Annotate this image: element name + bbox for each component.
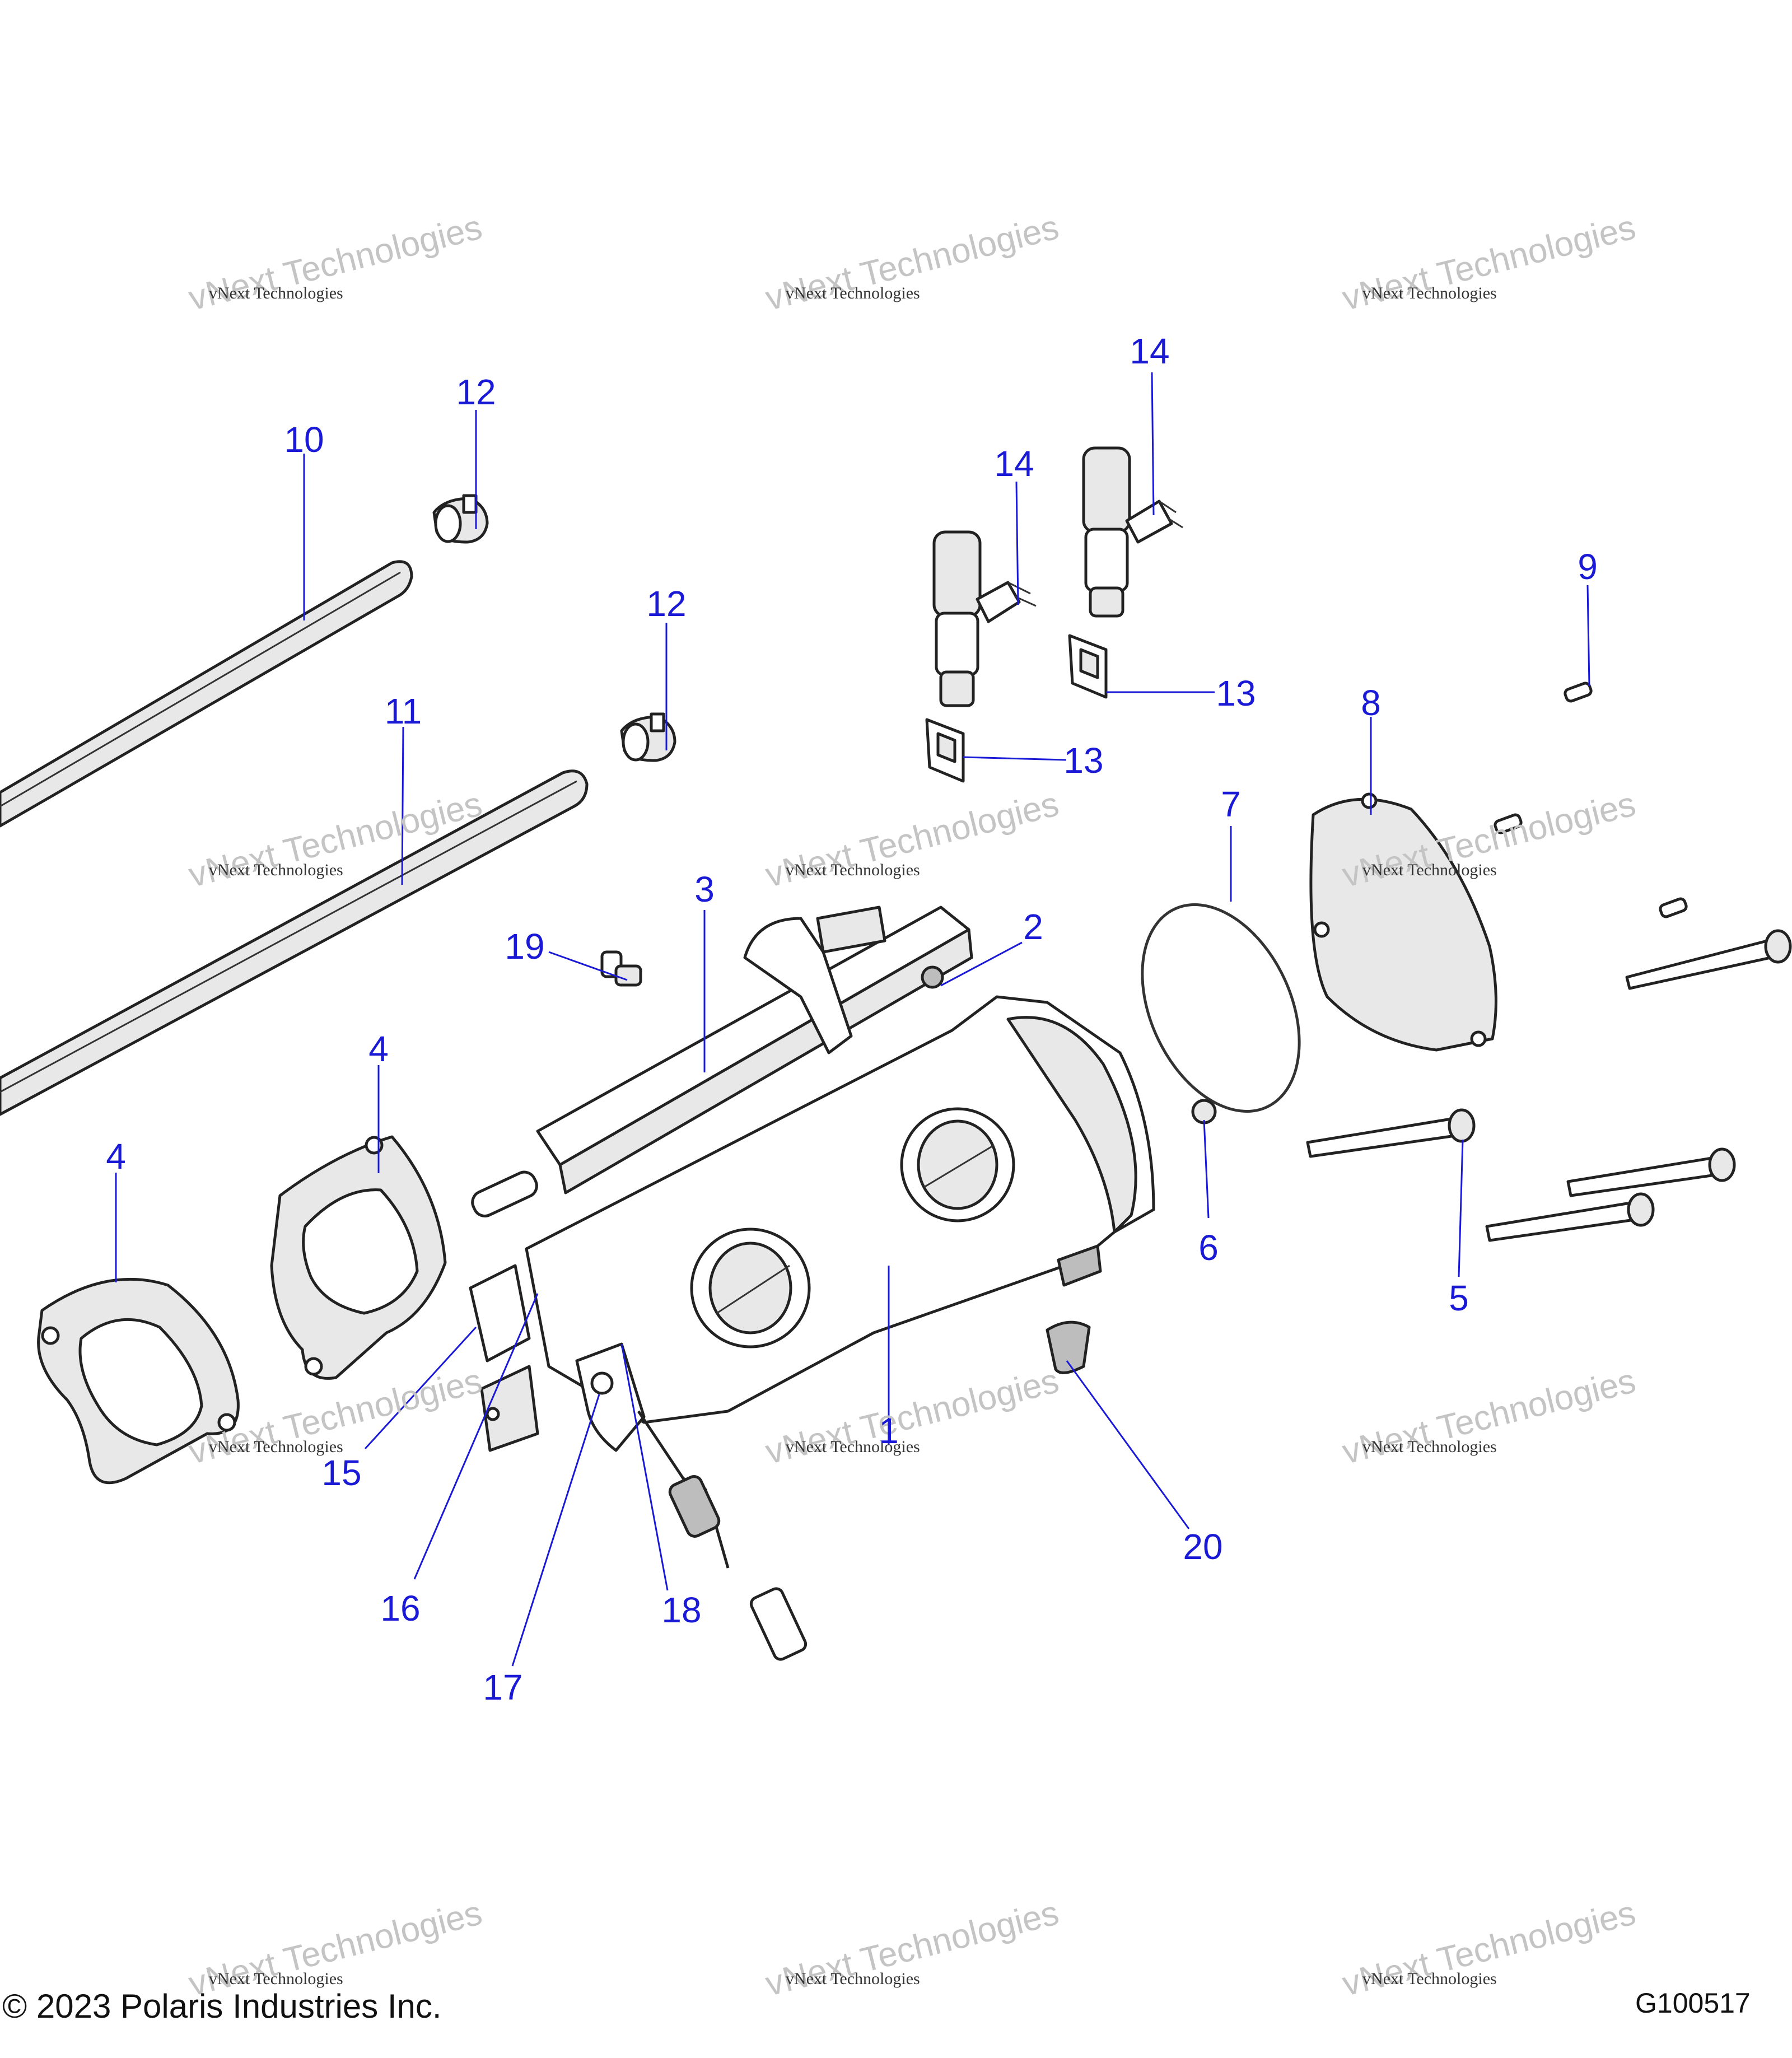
screw-19 xyxy=(600,950,642,987)
rubber-cap-20 xyxy=(1046,1320,1091,1374)
callout-7: 7 xyxy=(1221,784,1241,824)
gasket-4-left xyxy=(37,1277,240,1485)
hose-clamp-12-upper xyxy=(432,494,489,544)
callout-11: 11 xyxy=(384,691,422,731)
callout-13-upper: 13 xyxy=(1216,673,1256,713)
callout-18: 18 xyxy=(661,1590,702,1630)
fuel-rail-3 xyxy=(471,906,973,1217)
throttle-body-1 xyxy=(525,995,1155,1424)
callout-16: 16 xyxy=(380,1588,421,1628)
sensor-15 xyxy=(469,1264,531,1362)
copyright-text: © 2023 Polaris Industries Inc. xyxy=(2,1987,442,2025)
callout-20: 20 xyxy=(1183,1527,1223,1567)
sensor-harness-18 xyxy=(637,1410,808,1661)
callout-12-lower: 12 xyxy=(646,584,687,624)
callout-15: 15 xyxy=(321,1453,362,1493)
callout-8: 8 xyxy=(1361,683,1381,723)
diagram-code: G100517 xyxy=(1635,1987,1751,2019)
callout-13-lower: 13 xyxy=(1063,740,1104,781)
callout-4-left: 4 xyxy=(106,1136,126,1177)
screw-9-set xyxy=(1494,682,1688,918)
callout-10: 10 xyxy=(284,419,324,460)
fitting-6 xyxy=(1191,1099,1217,1124)
callout-14-lower: 14 xyxy=(994,444,1034,484)
callout-5: 5 xyxy=(1449,1278,1469,1318)
fuel-injector-14-right xyxy=(1082,446,1183,618)
callout-19: 19 xyxy=(505,926,545,967)
callout-6: 6 xyxy=(1198,1228,1219,1268)
sensor-16 xyxy=(480,1365,539,1452)
injector-clip-13-lower xyxy=(925,718,965,783)
gasket-4-right xyxy=(270,1135,447,1380)
callout-1: 1 xyxy=(879,1411,899,1451)
cover-plate-8 xyxy=(1309,792,1497,1052)
fuel-injector-14-left xyxy=(932,530,1037,707)
fuel-hose-11 xyxy=(0,769,589,1116)
bolt-2 xyxy=(921,965,944,989)
callout-12-upper: 12 xyxy=(456,372,496,412)
callout-9: 9 xyxy=(1578,547,1598,587)
o-ring-7 xyxy=(1141,903,1301,1113)
bolt-5-set xyxy=(1306,929,1792,1242)
callout-4-right: 4 xyxy=(368,1029,389,1069)
callout-14-upper: 14 xyxy=(1130,331,1170,371)
injector-clip-13-upper xyxy=(1068,634,1108,699)
hose-clamp-12-lower xyxy=(620,712,676,762)
parts-diagram xyxy=(0,372,1792,1667)
fuel-hose-10 xyxy=(0,560,413,828)
callout-3: 3 xyxy=(694,869,715,909)
callout-17: 17 xyxy=(483,1667,523,1707)
callout-2: 2 xyxy=(1023,907,1043,947)
leader-lines xyxy=(115,372,1590,1667)
